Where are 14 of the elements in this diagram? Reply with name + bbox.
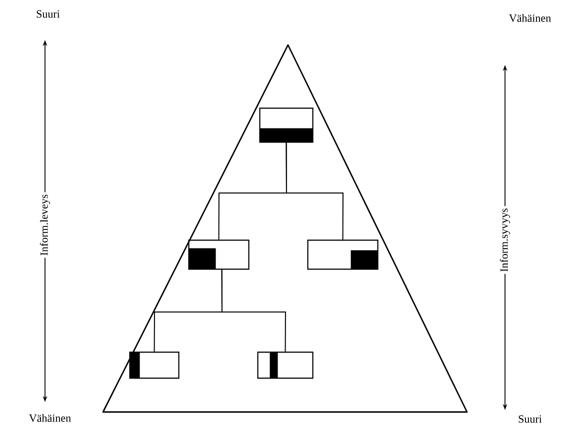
axis-label: Inform.leveys [38, 192, 52, 258]
pyramid-triangle [102, 44, 468, 413]
org-box [129, 352, 180, 379]
org-box [257, 352, 314, 379]
scale-label: Vähäinen [29, 414, 71, 422]
scale-label: Suuri [518, 415, 542, 423]
org-box [259, 108, 314, 143]
org-box [188, 240, 250, 270]
org-box [307, 240, 378, 270]
scale-label: Suuri [36, 10, 60, 18]
connector-line [221, 269, 286, 352]
connector-line [286, 142, 344, 240]
scale-label: Vähäinen [509, 14, 551, 22]
axis-label: Inform.syvyys [498, 206, 512, 274]
